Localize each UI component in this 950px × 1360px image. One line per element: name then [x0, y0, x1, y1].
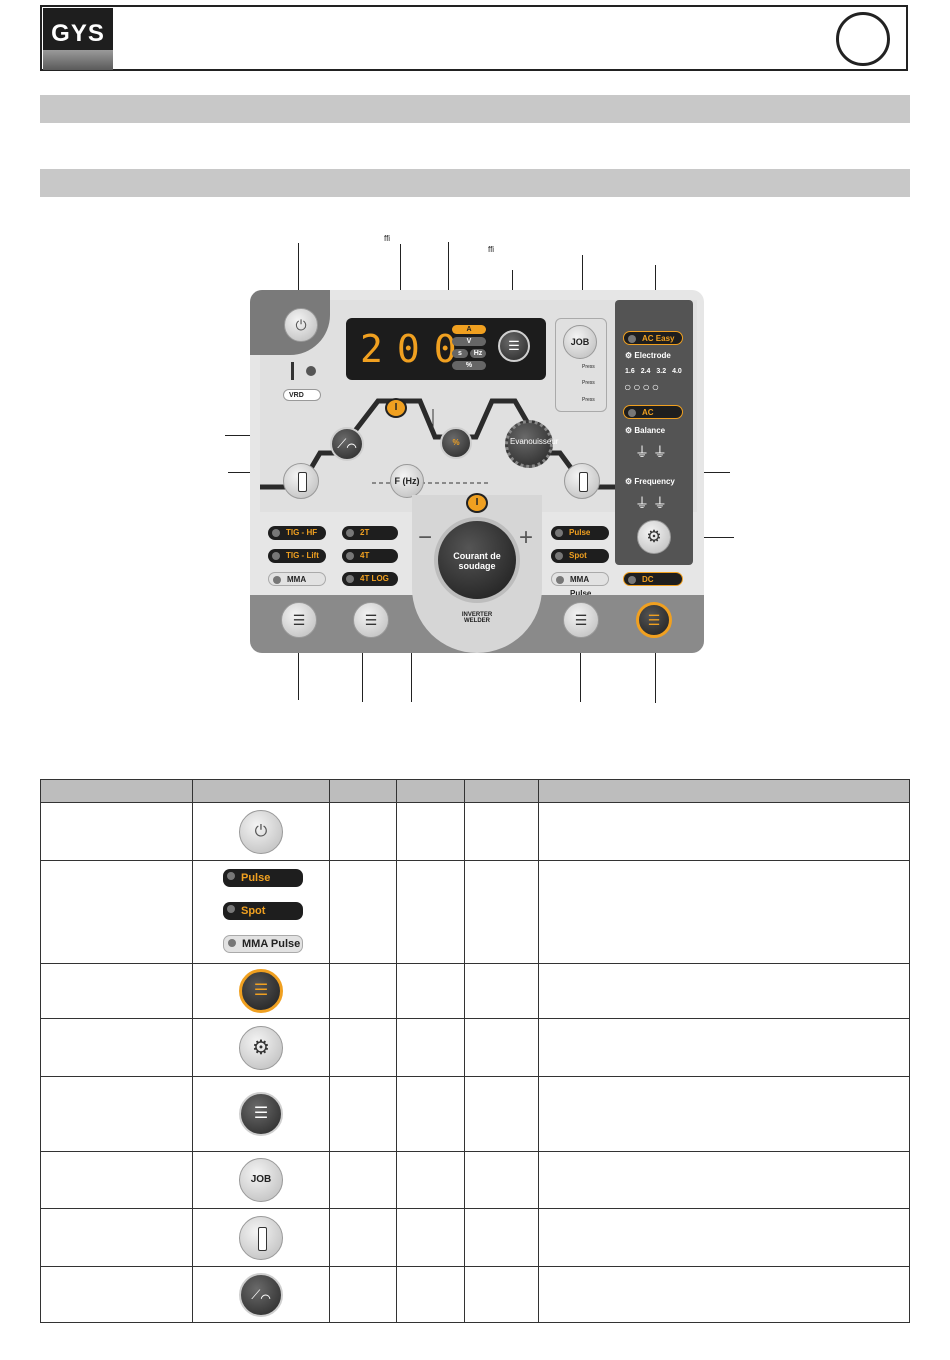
- orange-menu-icon: ☰: [239, 969, 283, 1013]
- gas-bottle-icon: [298, 472, 307, 492]
- table-row: ⚙: [40, 1018, 910, 1077]
- description-table: ⏻ Pulse Spot MMA Pulse ☰ ⚙ ☰ JOB ⟋⌒: [40, 779, 910, 1323]
- table-row: [40, 1208, 910, 1267]
- gas-bottle-icon: [579, 472, 588, 492]
- pre-gas-button[interactable]: [283, 463, 319, 499]
- press-label-1: Press: [582, 364, 595, 370]
- slope-icon: ⟋⌒: [337, 436, 357, 451]
- 4t-pill: 4T: [342, 549, 398, 563]
- unit-a: A: [452, 325, 486, 334]
- callout-ffi-2: ffi: [488, 245, 495, 254]
- section-bar-1: [40, 95, 910, 123]
- cold-current-button[interactable]: %: [440, 427, 472, 459]
- table-row: ☰: [40, 963, 910, 1019]
- pulse-row-pill: Pulse: [223, 869, 303, 887]
- unit-hz: Hz: [470, 349, 486, 358]
- balance-icons: ⏚ ⏚: [635, 444, 667, 460]
- power-icon: ⏻: [295, 317, 307, 333]
- power-button-icon: ⏻: [239, 809, 283, 854]
- thermometer-icon: [291, 362, 294, 380]
- tig-hf-pill: TIG - HF: [268, 526, 326, 540]
- press-label-3: Press: [582, 397, 595, 403]
- electrode-leds: ○○○○: [624, 380, 661, 394]
- mma-pulse-row-pill: MMA Pulse: [223, 935, 303, 953]
- job-button[interactable]: JOB: [563, 325, 597, 359]
- list-icon: ☰: [647, 612, 661, 628]
- balance-label: ⚙ Balance: [625, 426, 666, 435]
- electrode-label: ⚙ Electrode: [625, 351, 671, 360]
- gear-button-icon: ⚙: [239, 1025, 283, 1070]
- tig-lift-pill: TIG - Lift: [268, 549, 326, 563]
- process-select-button[interactable]: ☰: [281, 602, 317, 638]
- table-row: ⏻: [40, 802, 910, 861]
- settings-gear-button[interactable]: ⚙: [637, 520, 671, 554]
- dark-menu-icon: ☰: [239, 1092, 283, 1136]
- spot-row-pill: Spot: [223, 902, 303, 920]
- knob-label: Courant de soudage: [453, 551, 501, 571]
- header-frame: [40, 5, 908, 71]
- electrode-sizes: 1.6 2.4 3.2 4.0: [625, 368, 682, 375]
- list-icon: ☰: [292, 612, 306, 628]
- mma-pulse-pill: MMA Pulse: [551, 572, 609, 598]
- language-badge: [836, 12, 890, 66]
- menu-display-button[interactable]: ☰: [498, 330, 530, 362]
- ac-pill: AC: [623, 405, 683, 419]
- list-icon: ☰: [508, 338, 520, 353]
- current-symbol: I: [466, 493, 488, 513]
- list-icon: ☰: [574, 612, 588, 628]
- welding-current-knob[interactable]: Courant de soudage: [434, 517, 520, 603]
- 4t-log-pill: 4T LOG: [342, 572, 398, 586]
- 2t-pill: 2T: [342, 526, 398, 540]
- table-row: Pulse Spot MMA Pulse: [40, 860, 910, 964]
- job-frame: [555, 318, 607, 412]
- inverter-welder-logo: INVERTER WELDER: [461, 612, 493, 624]
- mma-pill: MMA: [268, 572, 326, 586]
- vrd-label: VRD: [289, 392, 304, 399]
- slope-button-icon: ⟋⌒: [239, 1272, 283, 1317]
- list-icon: ☰: [364, 612, 378, 628]
- current-peak-symbol: I: [385, 398, 407, 418]
- table-header-row: [40, 779, 910, 803]
- power-button[interactable]: ⏻: [284, 308, 318, 342]
- ac-easy-pill: AC Easy: [623, 331, 683, 345]
- callout-ffi-1: ffi: [384, 234, 391, 243]
- frequency-label: ⚙ Frequency: [625, 477, 675, 486]
- unit-s: s: [452, 349, 468, 358]
- table-row: ⟋⌒: [40, 1266, 910, 1323]
- press-label-2: Press: [582, 380, 595, 386]
- gas-button-icon: [239, 1215, 283, 1260]
- frequency-button[interactable]: F (Hz): [390, 464, 424, 498]
- vrd-indicator: VRD: [283, 389, 321, 401]
- logo-text: GYS: [51, 20, 105, 47]
- minus-sign: −: [418, 524, 433, 551]
- job-button-icon: JOB: [239, 1158, 283, 1202]
- table-row: ☰: [40, 1076, 910, 1152]
- post-gas-button[interactable]: [564, 463, 600, 499]
- table-row: JOB: [40, 1151, 910, 1209]
- dc-pill: DC: [623, 572, 683, 586]
- gys-logo: GYS: [43, 8, 113, 70]
- frequency-icons: ⏚ ⏚: [635, 495, 667, 511]
- gear-icon: ⚙: [646, 527, 662, 546]
- plus-sign: +: [519, 524, 534, 551]
- pulse-select-button[interactable]: ☰: [563, 602, 599, 638]
- ac-dc-select-button[interactable]: ☰: [636, 602, 672, 638]
- cycle-select-button[interactable]: ☰: [353, 602, 389, 638]
- evanouisseur-button[interactable]: Evanouisseur: [505, 420, 558, 468]
- slope-button[interactable]: ⟋⌒: [330, 427, 364, 461]
- display-value: 200: [360, 327, 471, 371]
- thermal-led: [306, 366, 316, 376]
- unit-indicators: A V s Hz %: [452, 324, 492, 374]
- spot-pill: Spot: [551, 549, 609, 563]
- percent-i-symbol: %: [452, 438, 460, 447]
- unit-v: V: [452, 337, 486, 346]
- pulse-pill: Pulse: [551, 526, 609, 540]
- unit-percent: %: [452, 361, 486, 370]
- section-bar-2: [40, 169, 910, 197]
- evanouisseur-label: Evanouisseur: [510, 437, 559, 446]
